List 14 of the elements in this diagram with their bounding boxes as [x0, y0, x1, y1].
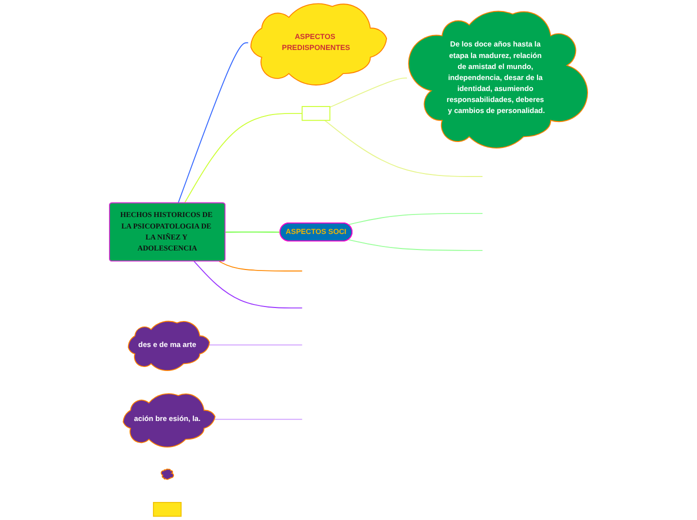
connector-line [212, 418, 303, 420]
node-box [302, 106, 330, 121]
connector-line [207, 344, 303, 346]
connector-line [218, 260, 303, 272]
connector-line [178, 42, 249, 204]
node-cloud [160, 468, 174, 480]
node-box [152, 502, 182, 517]
connector-line [324, 120, 483, 177]
connector-line [224, 232, 281, 233]
connector-line [348, 213, 483, 226]
connector-line [329, 78, 408, 108]
connector-line [194, 260, 303, 308]
connector-line [184, 112, 303, 204]
connector-line [348, 239, 483, 251]
